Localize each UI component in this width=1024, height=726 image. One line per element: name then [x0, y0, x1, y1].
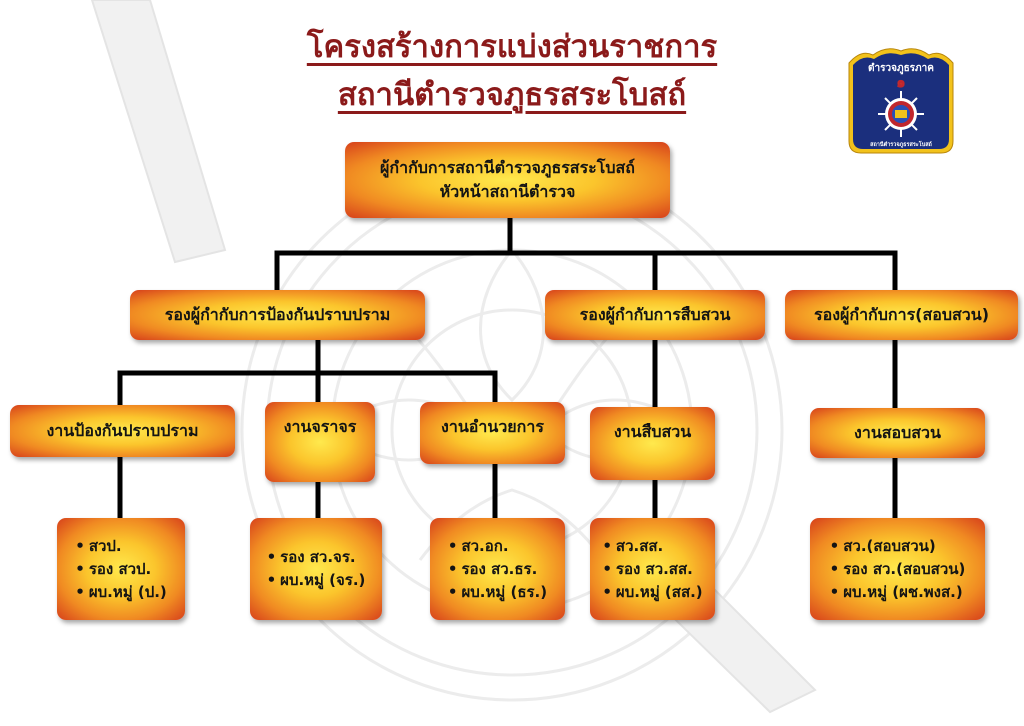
- list-item: •สว.(สอบสวน): [829, 536, 936, 555]
- positions-box-investigation: •สว.สส. •รอง สว.สส. •ผบ.หมู่ (สส.): [590, 518, 715, 620]
- list-item: •รอง สว.จร.: [266, 548, 356, 566]
- list-item: •รอง สว.(สอบสวน): [829, 559, 966, 578]
- section-box-investigation: งานสืบสวน: [590, 407, 715, 480]
- list-item: •ผบ.หมู่ (ธร.): [447, 582, 548, 601]
- svg-text:ตำรวจภูธรภาค: ตำรวจภูธรภาค: [868, 62, 934, 75]
- list-item: •ผบ.หมู่ (ป.): [75, 582, 167, 601]
- page-title-line-2: สถานีตำรวจภูธรสระโบสถ์: [337, 77, 687, 113]
- list-item: •รอง สว.สส.: [602, 559, 693, 578]
- deputy-box-inquiry: รองผู้กำกับการ(สอบสวน): [785, 290, 1018, 340]
- head-title: ผู้กำกับการสถานีตำรวจภูธรสระโบสถ์: [380, 158, 635, 177]
- page-title-line-1: โครงสร้างการแบ่งส่วนราชการ: [306, 29, 718, 65]
- positions-box-administration: •สว.อก. •รอง สว.ธร. •ผบ.หมู่ (ธร.): [430, 518, 565, 620]
- deputy-box-prevention: รองผู้กำกับการป้องกันปราบปราม: [130, 290, 425, 340]
- list-item: •รอง สว.ธร.: [447, 559, 538, 578]
- head-box: ผู้กำกับการสถานีตำรวจภูธรสระโบสถ์ หัวหน้…: [345, 142, 670, 218]
- section-box-inquiry: งานสอบสวน: [810, 408, 985, 458]
- svg-text:สถานีตำรวจภูธรสระโบสถ์: สถานีตำรวจภูธรสระโบสถ์: [870, 140, 932, 149]
- list-item: •สวป.: [75, 536, 122, 555]
- section-box-administration: งานอำนวยการ: [420, 402, 565, 464]
- section-box-traffic: งานจราจร: [265, 402, 375, 482]
- list-item: •รอง สวป.: [75, 559, 152, 578]
- positions-box-prevention: •สวป. •รอง สวป. •ผบ.หมู่ (ป.): [57, 518, 185, 620]
- list-item: •ผบ.หมู่ (จร.): [266, 571, 366, 589]
- logo-emblem-icon: [878, 91, 924, 137]
- positions-box-traffic: •รอง สว.จร. •ผบ.หมู่ (จร.): [250, 518, 382, 620]
- head-subtitle: หัวหน้าสถานีตำรวจ: [439, 182, 576, 201]
- list-item: •ผบ.หมู่ (สส.): [602, 582, 703, 601]
- police-region-logo: ตำรวจภูธรภาค ๑ สถานีตำรวจภูธรสระโบสถ์: [848, 48, 954, 154]
- svg-text:๑: ๑: [897, 75, 906, 91]
- list-item: •สว.สส.: [602, 536, 664, 555]
- positions-box-inquiry: •สว.(สอบสวน) •รอง สว.(สอบสวน) •ผบ.หมู่ (…: [810, 518, 985, 620]
- list-item: •ผบ.หมู่ (ผช.พงส.): [829, 582, 963, 601]
- deputy-box-investigation: รองผู้กำกับการสืบสวน: [545, 290, 765, 340]
- list-item: •สว.อก.: [447, 536, 509, 555]
- section-box-prevention: งานป้องกันปราบปราม: [10, 405, 235, 457]
